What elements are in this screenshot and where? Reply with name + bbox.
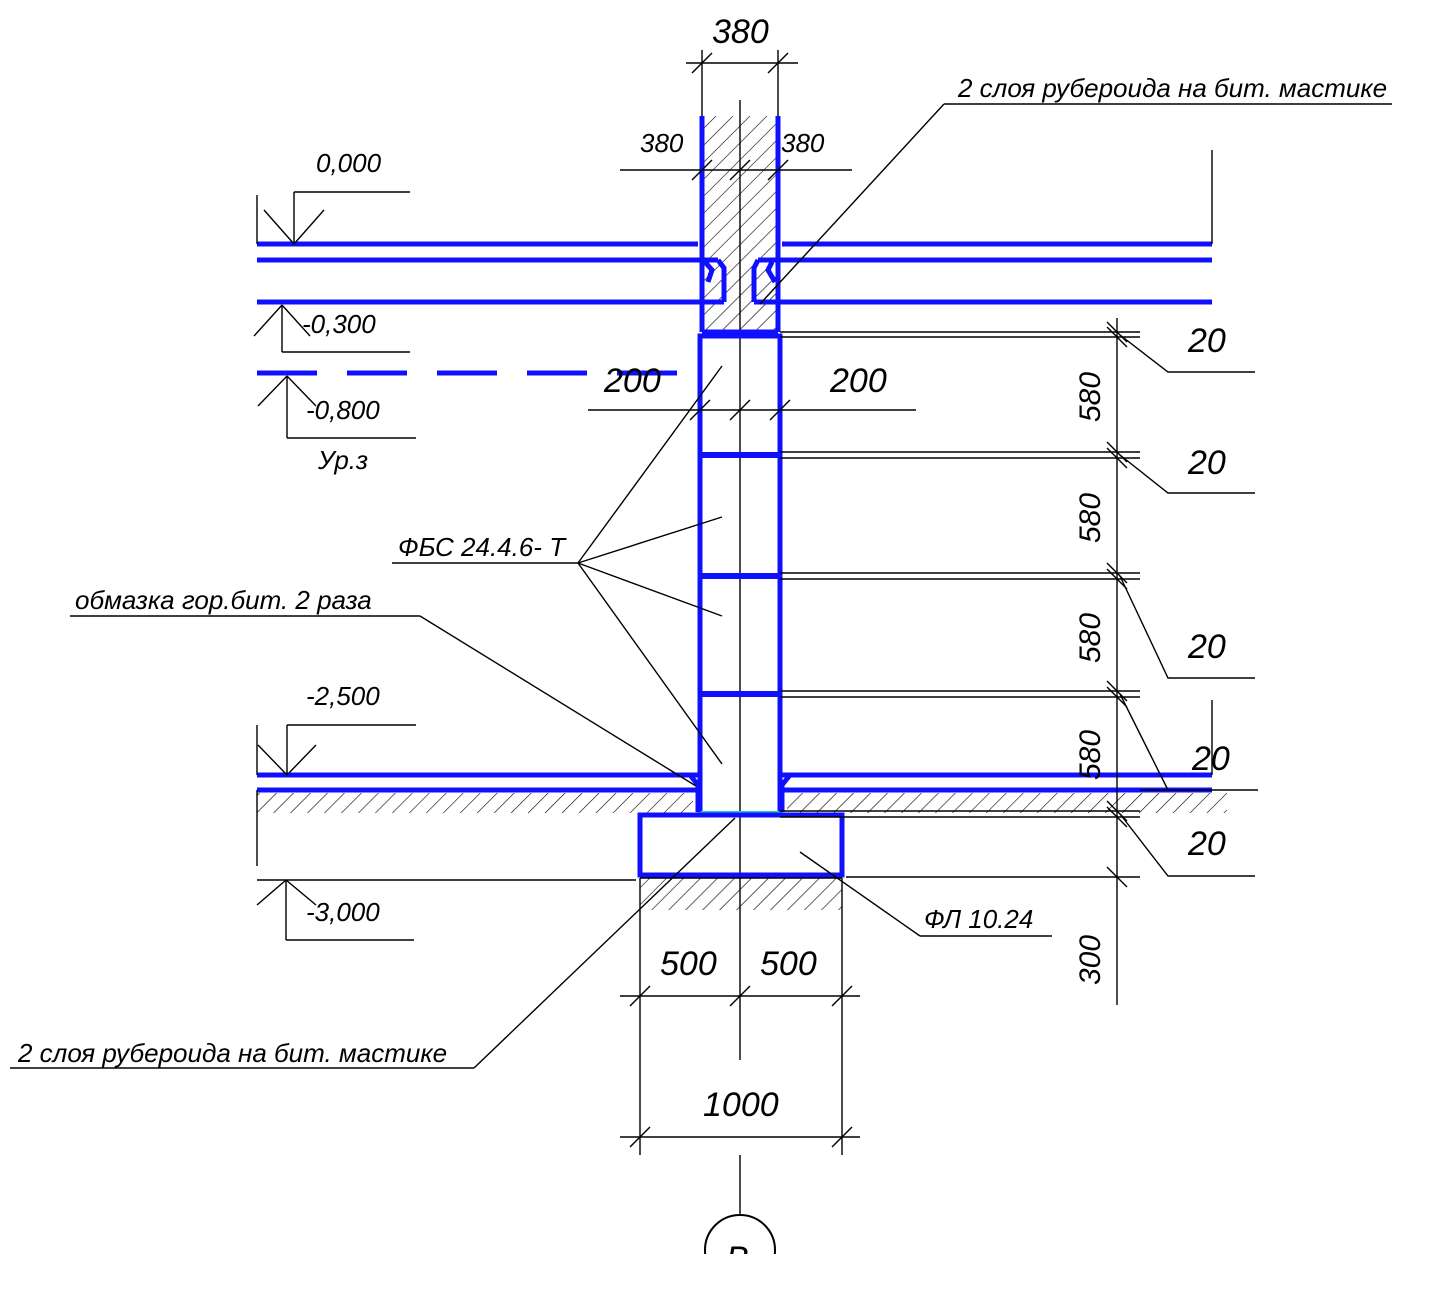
level-marker-ground	[257, 375, 416, 439]
callout-waterproof-bottom: 2 слоя рубероида на бит. мастике	[17, 1038, 447, 1068]
dim-slab-right-value: 500	[760, 945, 817, 983]
level-marker-floor	[256, 191, 410, 245]
dim-block-left-value: 200	[603, 362, 661, 400]
level-marker-basement	[256, 724, 416, 776]
dim-wall-top	[686, 50, 798, 116]
dim-joint-1: 20	[1187, 322, 1226, 360]
axis-label: В	[726, 1240, 749, 1278]
floor-slab-left	[257, 241, 727, 305]
callout-waterproof-top: 2 слоя рубероида на бит. мастике	[957, 73, 1387, 103]
dim-slab-left-value: 500	[660, 945, 717, 983]
level-ground-label: -0,800	[306, 395, 380, 425]
dim-wall-halves	[620, 159, 852, 181]
level-slab-bottom-label: -0,300	[302, 309, 376, 339]
dim-joint-5: 20	[1187, 825, 1226, 863]
level-foundation-label: -3,000	[306, 897, 380, 927]
dim-joint-3: 20	[1187, 628, 1226, 666]
callout-blocks: ФБС 24.4.6- Т	[398, 532, 567, 562]
dim-slab-height: 300	[1074, 935, 1107, 985]
level-floor-label: 0,000	[316, 148, 382, 178]
axis-bubble	[704, 1214, 776, 1254]
floor-slab-right	[751, 241, 1212, 305]
dim-block-right-value: 200	[829, 362, 887, 400]
leader-blocks	[392, 365, 723, 765]
dim-wall-left-value: 380	[640, 128, 684, 158]
leader-coating	[70, 615, 697, 787]
level-basement-label: -2,500	[306, 681, 380, 711]
basement-floor	[257, 772, 1258, 813]
foundation-slab	[637, 812, 845, 910]
dim-block-height-3: 580	[1074, 613, 1107, 663]
level-marker-slab-bottom	[253, 304, 410, 353]
dim-joint-4: 20	[1191, 740, 1230, 778]
dim-chain-vertical	[780, 318, 1255, 1005]
dim-joint-2: 20	[1187, 444, 1226, 482]
ground-level-caption: Ур.з	[317, 445, 368, 475]
dim-block-height-4: 580	[1074, 730, 1107, 780]
dim-slab-halves	[620, 878, 860, 1155]
callout-coating: обмазка гор.бит. 2 раза	[75, 585, 372, 615]
callout-slab: ФЛ 10.24	[924, 904, 1033, 934]
wall-stem	[699, 116, 781, 332]
dim-block-height-2: 580	[1074, 493, 1107, 543]
dim-block-halves	[588, 399, 916, 421]
dim-slab-width	[620, 1126, 860, 1148]
level-marker-foundation	[256, 879, 636, 941]
leader-waterproof-top	[759, 103, 1392, 305]
dim-wall-top-value: 380	[712, 13, 769, 51]
leader-slab	[799, 851, 1052, 937]
dim-slab-width-value: 1000	[703, 1086, 779, 1124]
leader-waterproof-bottom	[10, 817, 736, 1069]
dim-wall-right-value: 380	[781, 128, 825, 158]
dim-block-height-1: 580	[1074, 372, 1107, 422]
